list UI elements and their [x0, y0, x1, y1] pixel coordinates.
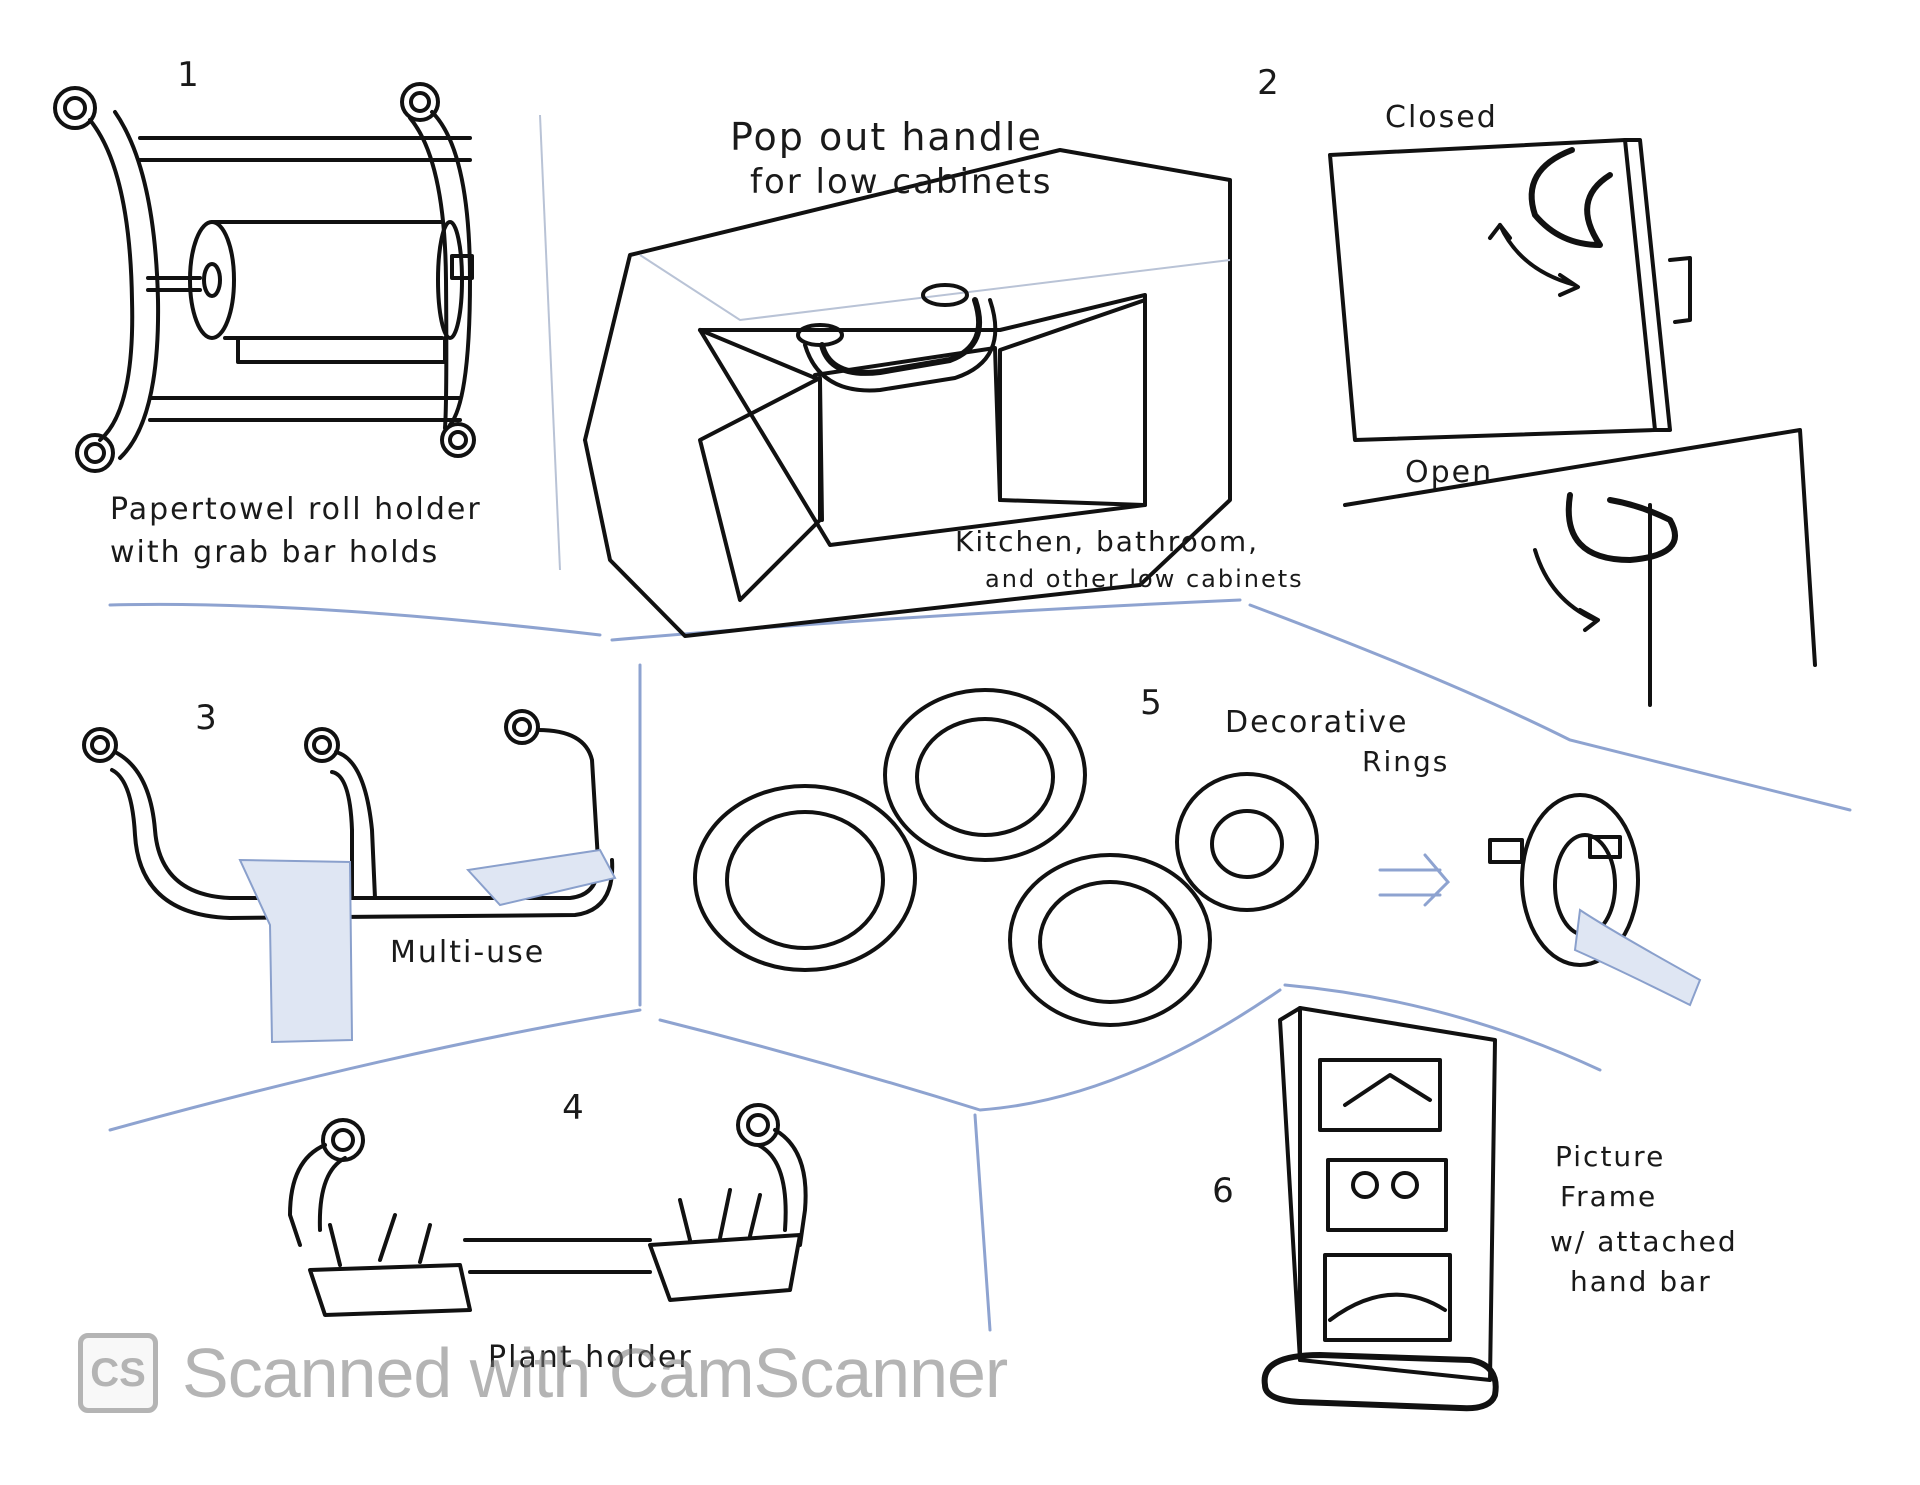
- panel-5-title-line-1: Decorative: [1225, 705, 1409, 740]
- panel-2-open-label: Open: [1405, 455, 1494, 490]
- picture-frame-sketch: [1261, 1006, 1499, 1412]
- panel-1-caption-line-1: Papertowel roll holder: [110, 492, 482, 527]
- panel-6-number: 6: [1212, 1171, 1234, 1211]
- multi-use-bar-sketch: [82, 709, 617, 1044]
- panel-4-caption: Plant holder: [488, 1340, 693, 1375]
- panel-5-title-line-2: Rings: [1362, 745, 1450, 778]
- panel-6-caption-line-3: w/ attached: [1550, 1225, 1738, 1258]
- panel-2-number: 2: [1257, 63, 1279, 103]
- panel-2-title-line-1: Pop out handle: [730, 115, 1043, 159]
- panel-5-number: 5: [1140, 683, 1162, 723]
- panel-2-closed-label: Closed: [1385, 100, 1498, 135]
- pop-out-handle-cabinet-sketch: [583, 148, 1232, 638]
- camscanner-watermark-text: Scanned with CamScanner: [182, 1334, 1008, 1412]
- panel-3-caption: Multi-use: [390, 935, 546, 970]
- decorative-rings-sketch: [693, 688, 1702, 1027]
- panel-2-caption-line-2: and other low cabinets: [985, 565, 1304, 593]
- panel-6-caption-line-1: Picture: [1555, 1140, 1666, 1173]
- panel-4-number: 4: [562, 1088, 584, 1128]
- plant-holder-sketch: [288, 1103, 808, 1317]
- panel-1-caption-line-2: with grab bar holds: [110, 535, 440, 570]
- panel-2-title-line-2: for low cabinets: [750, 162, 1053, 202]
- panel-6-caption-line-4: hand bar: [1570, 1265, 1712, 1298]
- panel-3-number: 3: [195, 698, 217, 738]
- closed-open-detail-sketch: [1328, 138, 1817, 707]
- camscanner-watermark: CS Scanned with CamScanner: [78, 1328, 1008, 1418]
- paper-towel-holder-sketch: [53, 82, 476, 473]
- panel-2-caption-line-1: Kitchen, bathroom,: [955, 525, 1260, 558]
- camscanner-logo-icon: CS: [78, 1333, 158, 1413]
- panel-1-number: 1: [177, 55, 199, 95]
- panel-6-caption-line-2: Frame: [1560, 1180, 1658, 1213]
